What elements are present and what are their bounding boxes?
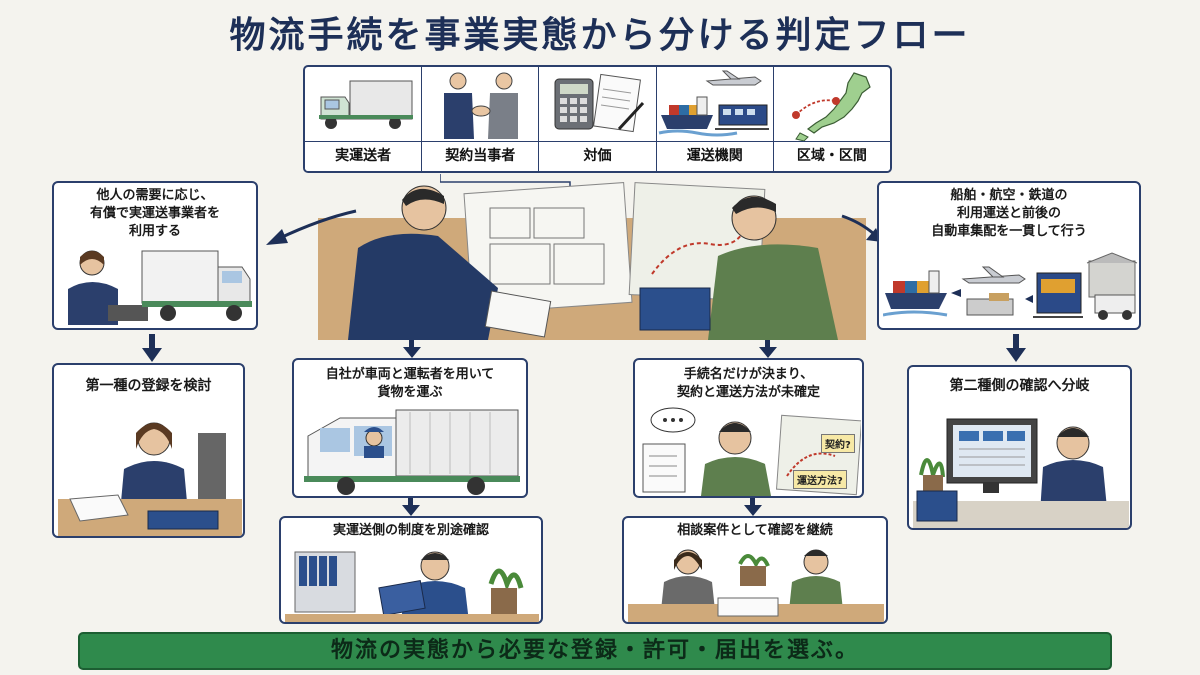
box-line: 利用する: [128, 224, 181, 239]
note-contract: 契約?: [821, 434, 855, 453]
category-bar: 実運送者 契約当事者 対価: [303, 65, 892, 173]
consultation-illustration: [628, 549, 884, 622]
category-label: 対価: [539, 141, 656, 171]
category-area-section: 区域・区間: [773, 67, 890, 171]
box-line: 有償で実運送事業者を: [89, 206, 220, 221]
category-consideration: 対価: [539, 67, 657, 171]
arrow-down: [744, 498, 762, 516]
ship-plane-train-icon: [658, 70, 769, 137]
box-line: 利用運送と前後の: [956, 206, 1061, 221]
box-line: 相談案件として確認を継続: [677, 523, 833, 538]
driver-truck-illustration: [304, 409, 520, 495]
category-carrier: 実運送者: [305, 67, 423, 171]
connector-line: [440, 174, 571, 186]
intermodal-illustration: [883, 252, 1138, 320]
right-result-box: 第二種側の確認へ分岐: [907, 365, 1132, 530]
left-result-box: 第一種の登録を検討: [52, 363, 245, 538]
left-condition-box: 他人の需要に応じ、 有償で実運送事業者を 利用する: [52, 181, 258, 330]
operator-truck-illustration: [68, 250, 252, 325]
computer-check-illustration: [913, 418, 1129, 528]
arrow-down: [759, 340, 777, 358]
conclusion-banner: 物流の実態から必要な登録・許可・届出を選ぶ。: [78, 632, 1112, 670]
japan-map-icon: [791, 72, 871, 142]
box-line: 自動車集配を一貫して行う: [931, 224, 1087, 239]
box-line: 船舶・航空・鉄道の: [950, 188, 1068, 203]
arrow-down: [1006, 334, 1026, 362]
arrow-left: [266, 209, 357, 245]
category-label: 運送機関: [656, 141, 773, 171]
box-line: 手続名だけが決まり、: [683, 367, 814, 382]
category-label: 区域・区間: [773, 141, 890, 171]
discussion-scene: [318, 182, 866, 340]
box-line: 第一種の登録を検討: [85, 378, 212, 394]
category-label: 実運送者: [305, 141, 422, 171]
box-line: 契約と運送方法が未確定: [676, 385, 820, 400]
calculator-icon: [554, 73, 645, 133]
box-line: 貨物を運ぶ: [377, 385, 443, 400]
category-transport-mode: 運送機関: [656, 67, 774, 171]
note-transport-method: 運送方法?: [793, 470, 847, 489]
center-right-condition-box: 手続名だけが決まり、 契約と運送方法が未確定 契約? 運送方法?: [633, 358, 864, 498]
box-line: 他人の需要に応じ、: [96, 188, 214, 203]
document-check-illustration: [285, 551, 539, 622]
truck-icon: [319, 80, 413, 129]
category-contract-party: 契約当事者: [422, 67, 540, 171]
category-label: 契約当事者: [422, 141, 539, 171]
reviewer-illustration: [58, 422, 242, 536]
handshake-icon: [444, 72, 519, 139]
arrow-down: [402, 498, 420, 516]
center-right-result-box: 相談案件として確認を継続: [622, 516, 888, 624]
box-line: 第二種側の確認へ分岐: [949, 378, 1090, 394]
center-left-result-box: 実運送側の制度を別途確認: [279, 516, 543, 624]
center-left-condition-box: 自社が車両と運転者を用いて 貨物を運ぶ: [292, 358, 528, 498]
box-line: 実運送側の制度を別途確認: [332, 523, 489, 538]
box-line: 自社が車両と運転者を用いて: [325, 367, 495, 382]
arrow-down: [142, 334, 162, 362]
floor-plan: [463, 182, 633, 314]
right-condition-box: 船舶・航空・鉄道の 利用運送と前後の 自動車集配を一貫して行う: [877, 181, 1141, 330]
page-title: 物流手続を事業実態から分ける判定フロー: [229, 15, 971, 56]
arrow-down: [403, 340, 421, 358]
